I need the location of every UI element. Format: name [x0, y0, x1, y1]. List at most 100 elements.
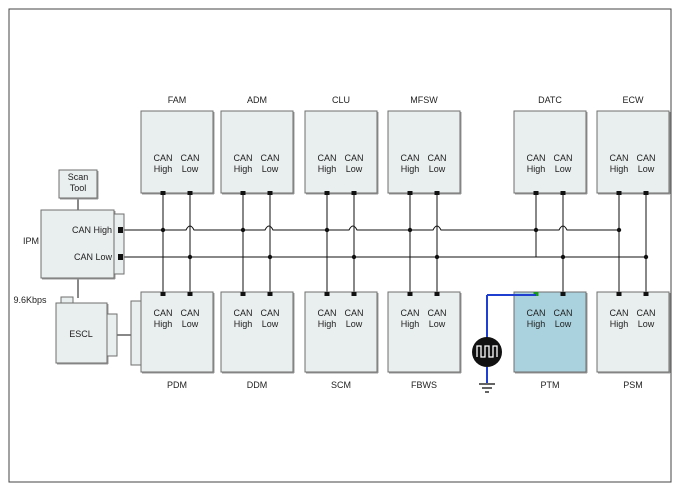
- pin-terminal: [643, 292, 649, 296]
- pin-terminal: [351, 191, 357, 195]
- module-body: [304, 110, 378, 194]
- pin-terminal: [560, 292, 566, 296]
- module-name: PDM: [167, 380, 187, 390]
- module-escl[interactable]: ESCL: [55, 302, 118, 365]
- module-body: [58, 169, 98, 199]
- escl-side-connector: [106, 313, 118, 357]
- module-body: [387, 291, 461, 373]
- module-body: [40, 209, 115, 279]
- module-name: FAM: [168, 95, 187, 105]
- ipm-connector: [113, 213, 125, 275]
- diagram-frame: [8, 8, 672, 483]
- pin-terminal: [240, 292, 246, 296]
- pdm-side-connector: [130, 300, 142, 366]
- signal-generator-body: [472, 337, 502, 367]
- module-body: [596, 110, 670, 194]
- pin-terminal: [160, 191, 166, 195]
- module-name: MFSW: [410, 95, 438, 105]
- pin-terminal: [324, 292, 330, 296]
- escl-speed-label: 9.6Kbps: [13, 295, 47, 305]
- pin-terminal: [351, 292, 357, 296]
- pin-terminal: [616, 191, 622, 195]
- ground-icon: [479, 383, 495, 393]
- module-body: [140, 291, 214, 373]
- module-body: [220, 291, 294, 373]
- escl-label: ESCL: [69, 329, 93, 339]
- pin-terminal: [533, 191, 539, 195]
- pin-terminal: [118, 227, 123, 233]
- pin-terminal: [434, 191, 440, 195]
- pin-terminal: [616, 292, 622, 296]
- bus-junction-dot: [533, 227, 539, 233]
- pin-terminal: [240, 191, 246, 195]
- ipm-can-high-label: CAN High: [72, 225, 112, 235]
- module-name: CLU: [332, 95, 350, 105]
- module-body: [304, 291, 378, 373]
- pin-terminal: [407, 191, 413, 195]
- pin-terminal: [187, 191, 193, 195]
- pin-terminal: [407, 292, 413, 296]
- square-wave-trace: [476, 345, 498, 358]
- module-body: [387, 110, 461, 194]
- module-body: [596, 291, 670, 373]
- module-name: SCM: [331, 380, 351, 390]
- pin-terminal: [643, 191, 649, 195]
- module-name: PTM: [541, 380, 560, 390]
- pin-terminal: [560, 191, 566, 195]
- bus-wires: [77, 193, 649, 336]
- ipm-can-low-label: CAN Low: [74, 252, 113, 262]
- module-body: [513, 291, 587, 373]
- pin-terminal: [160, 292, 166, 296]
- pin-terminal: [434, 292, 440, 296]
- module-name: ECW: [623, 95, 645, 105]
- module-name: FBWS: [411, 380, 437, 390]
- module-body: [55, 302, 108, 364]
- escl-connector: [60, 296, 74, 304]
- module-body: [513, 110, 587, 194]
- module-name: ADM: [247, 95, 267, 105]
- square-wave-icon: [472, 337, 502, 367]
- ipm-name: IPM: [23, 236, 39, 246]
- pin-terminal: [324, 191, 330, 195]
- pin-terminal: [267, 191, 273, 195]
- pin-terminal: [267, 292, 273, 296]
